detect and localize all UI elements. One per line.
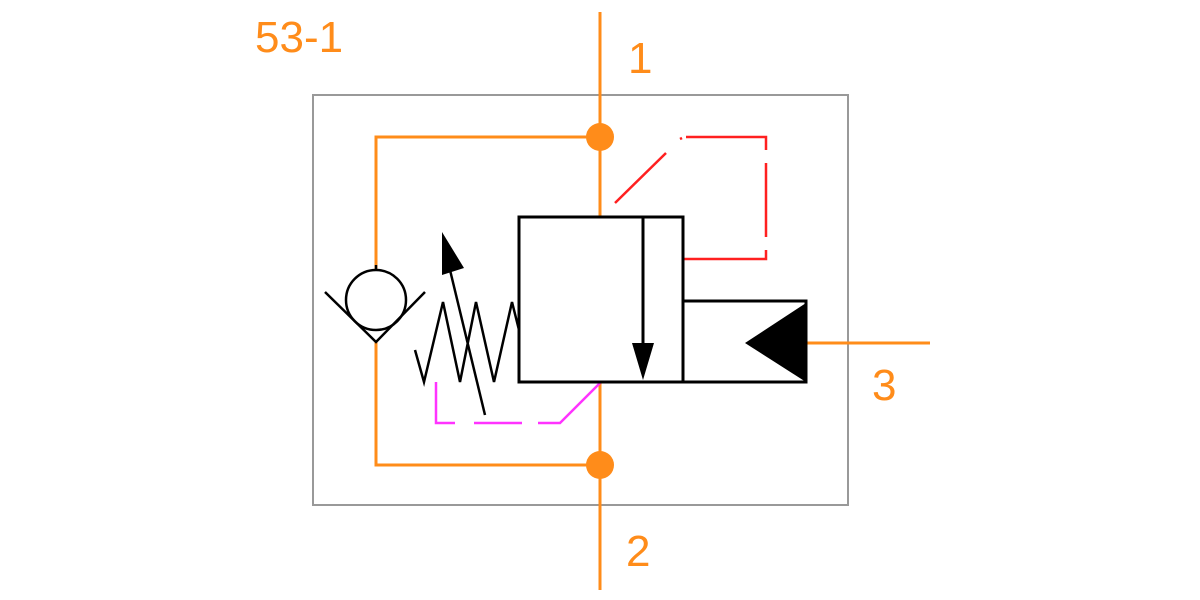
port-label-3: 3 bbox=[872, 361, 896, 410]
port-label-1: 1 bbox=[628, 34, 652, 83]
hydraulic-lines bbox=[374, 12, 930, 590]
component-label: 53-1 bbox=[255, 13, 343, 62]
valve-enclosure bbox=[312, 94, 849, 506]
junction-dot-bottom bbox=[586, 451, 614, 479]
adjust-arrow-shaft bbox=[448, 269, 487, 416]
flow-arrow-icon bbox=[632, 343, 654, 380]
port-label-2: 2 bbox=[626, 527, 650, 576]
drain-line bbox=[434, 382, 601, 425]
check-valve-icon bbox=[324, 265, 426, 344]
valve-body bbox=[517, 215, 808, 384]
pilot-triangle-icon bbox=[745, 303, 806, 382]
pilot-line bbox=[614, 135, 768, 261]
adjust-arrow-icon bbox=[442, 232, 464, 275]
junction-dot-top bbox=[586, 123, 614, 151]
